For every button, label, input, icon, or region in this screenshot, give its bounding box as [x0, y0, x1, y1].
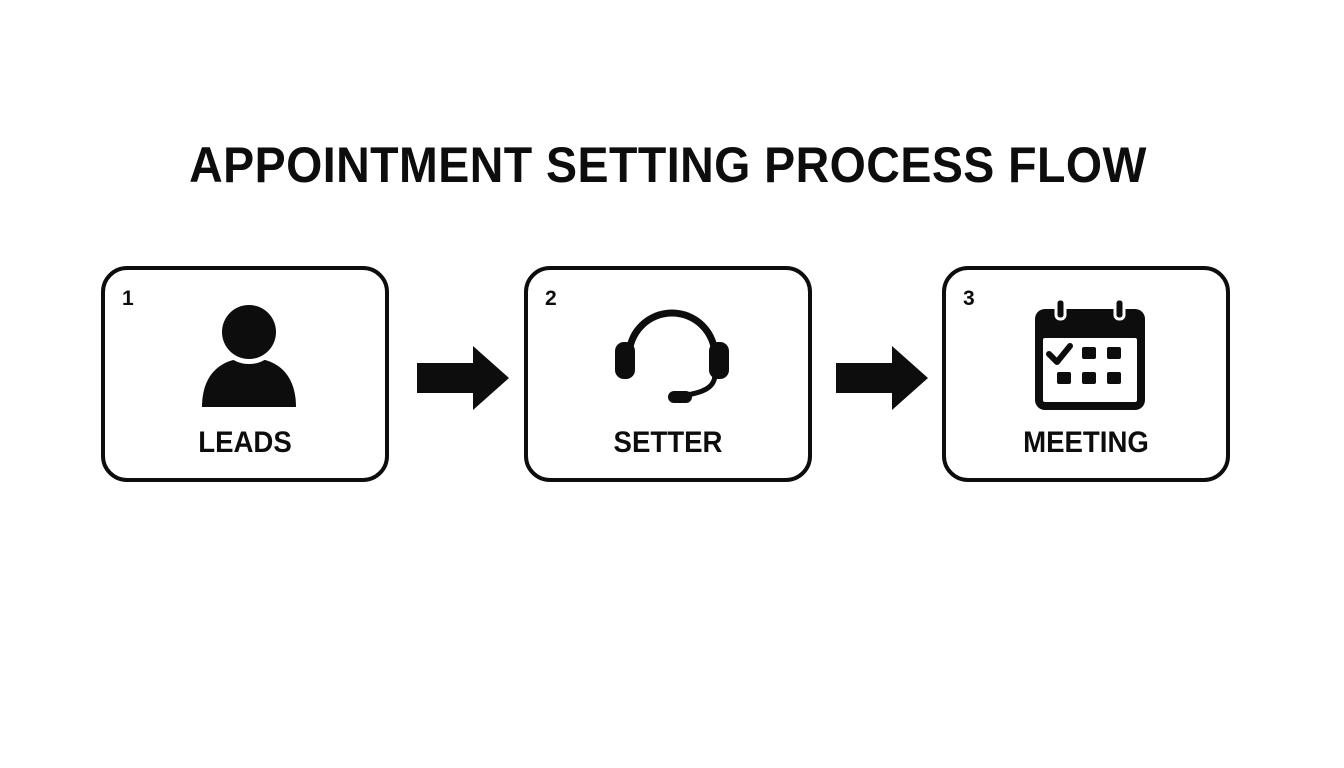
person-icon [202, 300, 296, 407]
step-meeting: 3 MEETING [942, 266, 1230, 482]
arrow-right-icon [836, 346, 928, 410]
step-label: LEADS [198, 426, 292, 459]
step-label: SETTER [613, 426, 723, 459]
step-number: 2 [545, 287, 557, 310]
step-number: 3 [963, 287, 975, 310]
headset-icon [615, 309, 729, 403]
step-label: MEETING [1023, 426, 1149, 459]
step-leads: 1 LEADS [101, 266, 389, 482]
calendar-icon [1035, 297, 1145, 410]
arrow-right-icon [417, 346, 509, 410]
step-setter: 2 SETTER [524, 266, 812, 482]
step-number: 1 [122, 287, 134, 310]
diagram-title: APPOINTMENT SETTING PROCESS FLOW [189, 137, 1147, 193]
